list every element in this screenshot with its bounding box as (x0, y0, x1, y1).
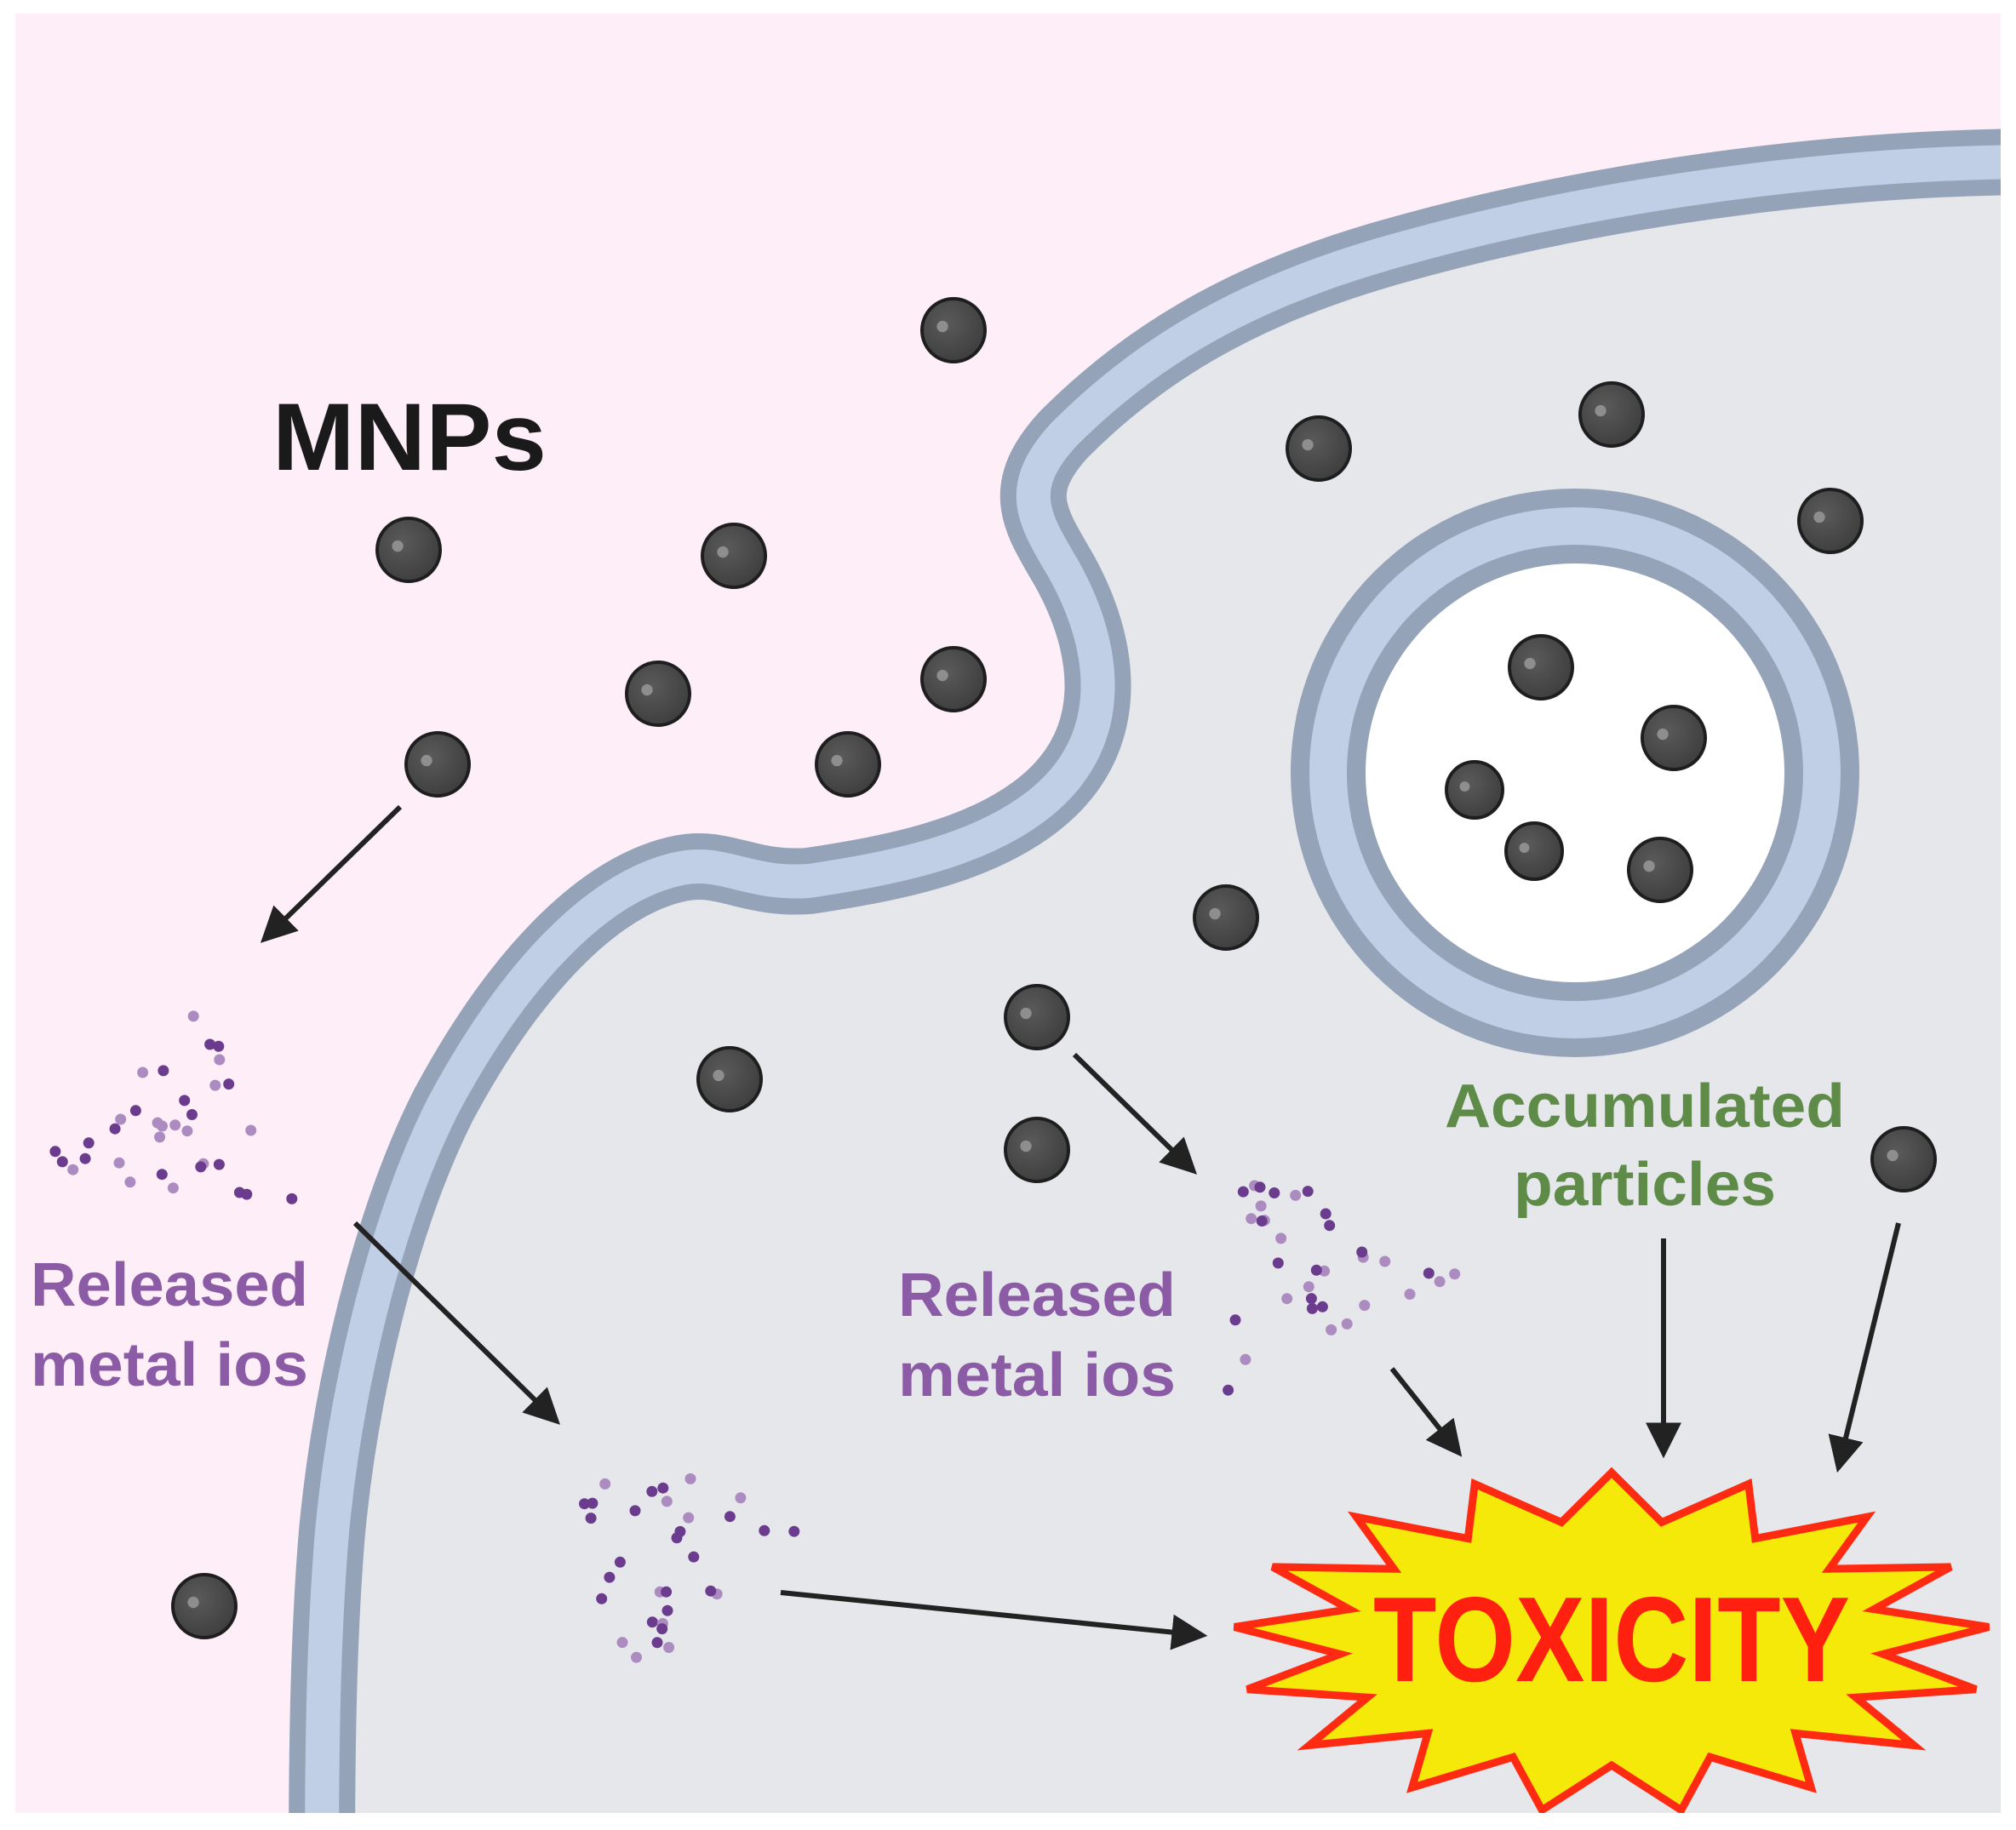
nanoparticle-sphere-icon (1286, 415, 1352, 482)
arrow-particle-to-ions-inside (1072, 1052, 1198, 1175)
vesicle (1291, 489, 1859, 1057)
nanoparticle-sphere-icon (171, 1573, 238, 1639)
accumulated-particles-label-line1: Accumulated (1445, 1072, 1845, 1141)
arrow-particle-to-ions (260, 804, 403, 943)
nanoparticle-sphere-icon (1641, 705, 1707, 771)
nanoparticle-sphere-icon (1445, 760, 1504, 820)
released-ions-label-right-line2: metal ios (898, 1341, 1176, 1410)
nanoparticle-sphere-icon (404, 731, 471, 798)
nanoparticle-sphere-icon (1193, 884, 1259, 951)
nanoparticle-sphere-icon (1870, 1126, 1937, 1192)
mnps-label: MNPs (272, 384, 547, 490)
nanoparticle-sphere-icon (696, 1046, 763, 1112)
nanoparticle-sphere-icon (375, 517, 442, 583)
arrows (260, 804, 1901, 1650)
nanoparticles (171, 297, 1937, 1639)
accumulated-particles-label-line2: particles (1514, 1151, 1776, 1219)
cell-membrane-core (305, 145, 2001, 1813)
nanoparticle-sphere-icon (920, 646, 987, 712)
metal-ion-cloud-icon (49, 1010, 298, 1204)
released-ions-label-right-line1: Released (898, 1261, 1176, 1330)
metal-ion-cloud-icon (579, 1473, 800, 1663)
nanoparticle-sphere-icon (1004, 1117, 1070, 1183)
toxicity-burst: TOXICITY (1233, 1467, 1990, 1813)
nanoparticle-sphere-icon (1004, 984, 1070, 1050)
nanoparticle-sphere-icon (1508, 634, 1574, 701)
nanoparticle-sphere-icon (815, 731, 881, 798)
nanoparticle-sphere-icon (920, 297, 987, 363)
nanoparticle-sphere-icon (625, 661, 691, 727)
explosion-burst-icon (1233, 1467, 1990, 1813)
nanoparticle-sphere-icon (1797, 488, 1864, 554)
released-ions-label-left-line2: metal ios (31, 1331, 308, 1399)
metal-ion-clouds (49, 1010, 1461, 1663)
vesicle-lumen (1366, 563, 1784, 982)
metal-ion-cloud-icon (1223, 1180, 1461, 1396)
arrow-ions-into-cell (352, 1221, 560, 1425)
toxicity-label: TOXICITY (1373, 1572, 1850, 1707)
nanoparticle-sphere-icon (1504, 821, 1564, 881)
arrow-ions-to-toxicity (780, 1590, 1208, 1650)
nanoparticle-sphere-icon (701, 523, 767, 589)
arrow-particle-to-toxicity (1828, 1222, 1901, 1473)
nanoparticle-sphere-icon (1627, 837, 1693, 903)
nanoparticle-sphere-icon (1578, 381, 1645, 448)
released-ions-label-left-line1: Released (31, 1251, 308, 1319)
arrow-inner-ions-to-toxicity (1389, 1367, 1463, 1457)
